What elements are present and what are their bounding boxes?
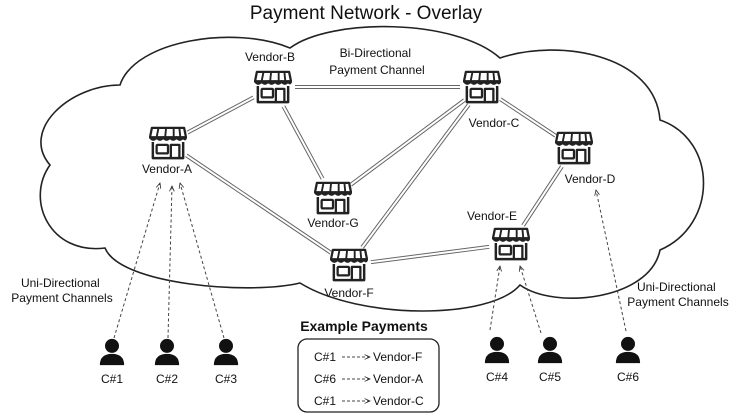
uni-directional-label-right: Uni-Directional Payment Channels bbox=[627, 280, 728, 309]
customer-label: C#6 bbox=[617, 370, 639, 384]
bi-channel-C-F bbox=[362, 105, 471, 249]
storefront-icon bbox=[149, 126, 187, 160]
customer-label: C#1 bbox=[101, 372, 123, 386]
bi-channel-C-D bbox=[499, 99, 556, 138]
customer-label: C#2 bbox=[156, 372, 178, 386]
uni-channel-c3-A bbox=[180, 183, 225, 339]
network-cloud bbox=[39, 25, 705, 312]
storefront-icon bbox=[254, 70, 292, 104]
user-icon bbox=[154, 338, 180, 366]
vendor-label: Vendor-D bbox=[565, 172, 616, 186]
bi-channel-C-F bbox=[360, 103, 469, 247]
uni-channel-c2-A bbox=[167, 186, 172, 339]
storefront-icon bbox=[463, 70, 501, 104]
customer-label: C#3 bbox=[215, 372, 237, 386]
vendor-label: Vendor-C bbox=[469, 116, 520, 130]
user-icon bbox=[99, 338, 125, 366]
bi-channel-A-F bbox=[186, 153, 332, 252]
vendor-label: Vendor-B bbox=[245, 50, 295, 64]
bi-channel-C-G bbox=[351, 100, 466, 187]
uni-channel-c1-A bbox=[113, 183, 160, 339]
uni-channel-c5-E bbox=[520, 266, 542, 334]
example-payee: Vendor-C bbox=[373, 394, 424, 408]
example-payments: Example Payments C#1 Vendor-F C#6 Vendor-A C… bbox=[297, 318, 440, 413]
bi-channel-C-G bbox=[349, 98, 464, 185]
example-payer: C#6 bbox=[314, 372, 336, 386]
bi-channel-E-F bbox=[370, 244, 490, 262]
customer-label: C#5 bbox=[539, 370, 561, 384]
storefront-icon bbox=[314, 181, 352, 215]
uni-directional-channels bbox=[113, 183, 627, 339]
customer-1: C#1 bbox=[99, 338, 125, 386]
bi-channel-D-E bbox=[521, 165, 562, 226]
vendor-a: Vendor-A bbox=[142, 126, 192, 176]
vendor-e: Vendor-E bbox=[467, 209, 530, 261]
vendor-f: Vendor-F bbox=[324, 248, 374, 300]
bi-directional-channels bbox=[185, 85, 564, 265]
bi-channel-B-G bbox=[284, 105, 325, 179]
bi-channel-B-G bbox=[281, 106, 322, 180]
example-payer: C#1 bbox=[314, 350, 336, 364]
user-icon bbox=[615, 336, 641, 364]
bi-directional-label: Bi-Directional Payment Channel bbox=[329, 46, 424, 77]
vendor-g: Vendor-G bbox=[307, 181, 359, 230]
bi-channel-A-B bbox=[187, 98, 255, 135]
customer-3: C#3 bbox=[213, 338, 239, 386]
vendor-c: Vendor-C bbox=[463, 70, 520, 130]
customer-6: C#6 bbox=[615, 336, 641, 384]
customer-label: C#4 bbox=[486, 370, 508, 384]
bi-channel-C-D bbox=[500, 97, 557, 136]
user-icon bbox=[537, 336, 563, 364]
vendor-d: Vendor-D bbox=[555, 131, 616, 186]
bi-channel-D-E bbox=[523, 166, 564, 227]
uni-directional-label-left: Uni-Directional Payment Channels bbox=[11, 276, 112, 305]
bi-channel-A-B bbox=[186, 95, 254, 132]
vendor-b: Vendor-B bbox=[245, 50, 295, 104]
customer-2: C#2 bbox=[154, 338, 180, 386]
bi-channel-E-F bbox=[370, 247, 490, 265]
uni-channel-c6-D bbox=[596, 190, 627, 332]
example-payments-title: Example Payments bbox=[300, 318, 428, 334]
bi-channel-A-F bbox=[185, 156, 331, 255]
vendor-label: Vendor-F bbox=[324, 286, 373, 300]
example-payments-box bbox=[297, 338, 440, 413]
customer-5: C#5 bbox=[537, 336, 563, 384]
example-payee: Vendor-A bbox=[373, 372, 423, 386]
uni-channel-c4-E bbox=[489, 266, 500, 331]
storefront-icon bbox=[555, 131, 593, 165]
storefront-icon bbox=[492, 227, 530, 261]
diagram-title: Payment Network - Overlay bbox=[250, 3, 483, 24]
user-icon bbox=[484, 336, 510, 364]
vendor-label: Vendor-G bbox=[307, 216, 358, 230]
storefront-icon bbox=[330, 248, 368, 282]
vendor-label: Vendor-A bbox=[142, 162, 192, 176]
example-payee: Vendor-F bbox=[373, 350, 422, 364]
user-icon bbox=[213, 338, 239, 366]
customer-4: C#4 bbox=[484, 336, 510, 384]
example-payer: C#1 bbox=[314, 394, 336, 408]
vendor-label: Vendor-E bbox=[467, 209, 517, 223]
